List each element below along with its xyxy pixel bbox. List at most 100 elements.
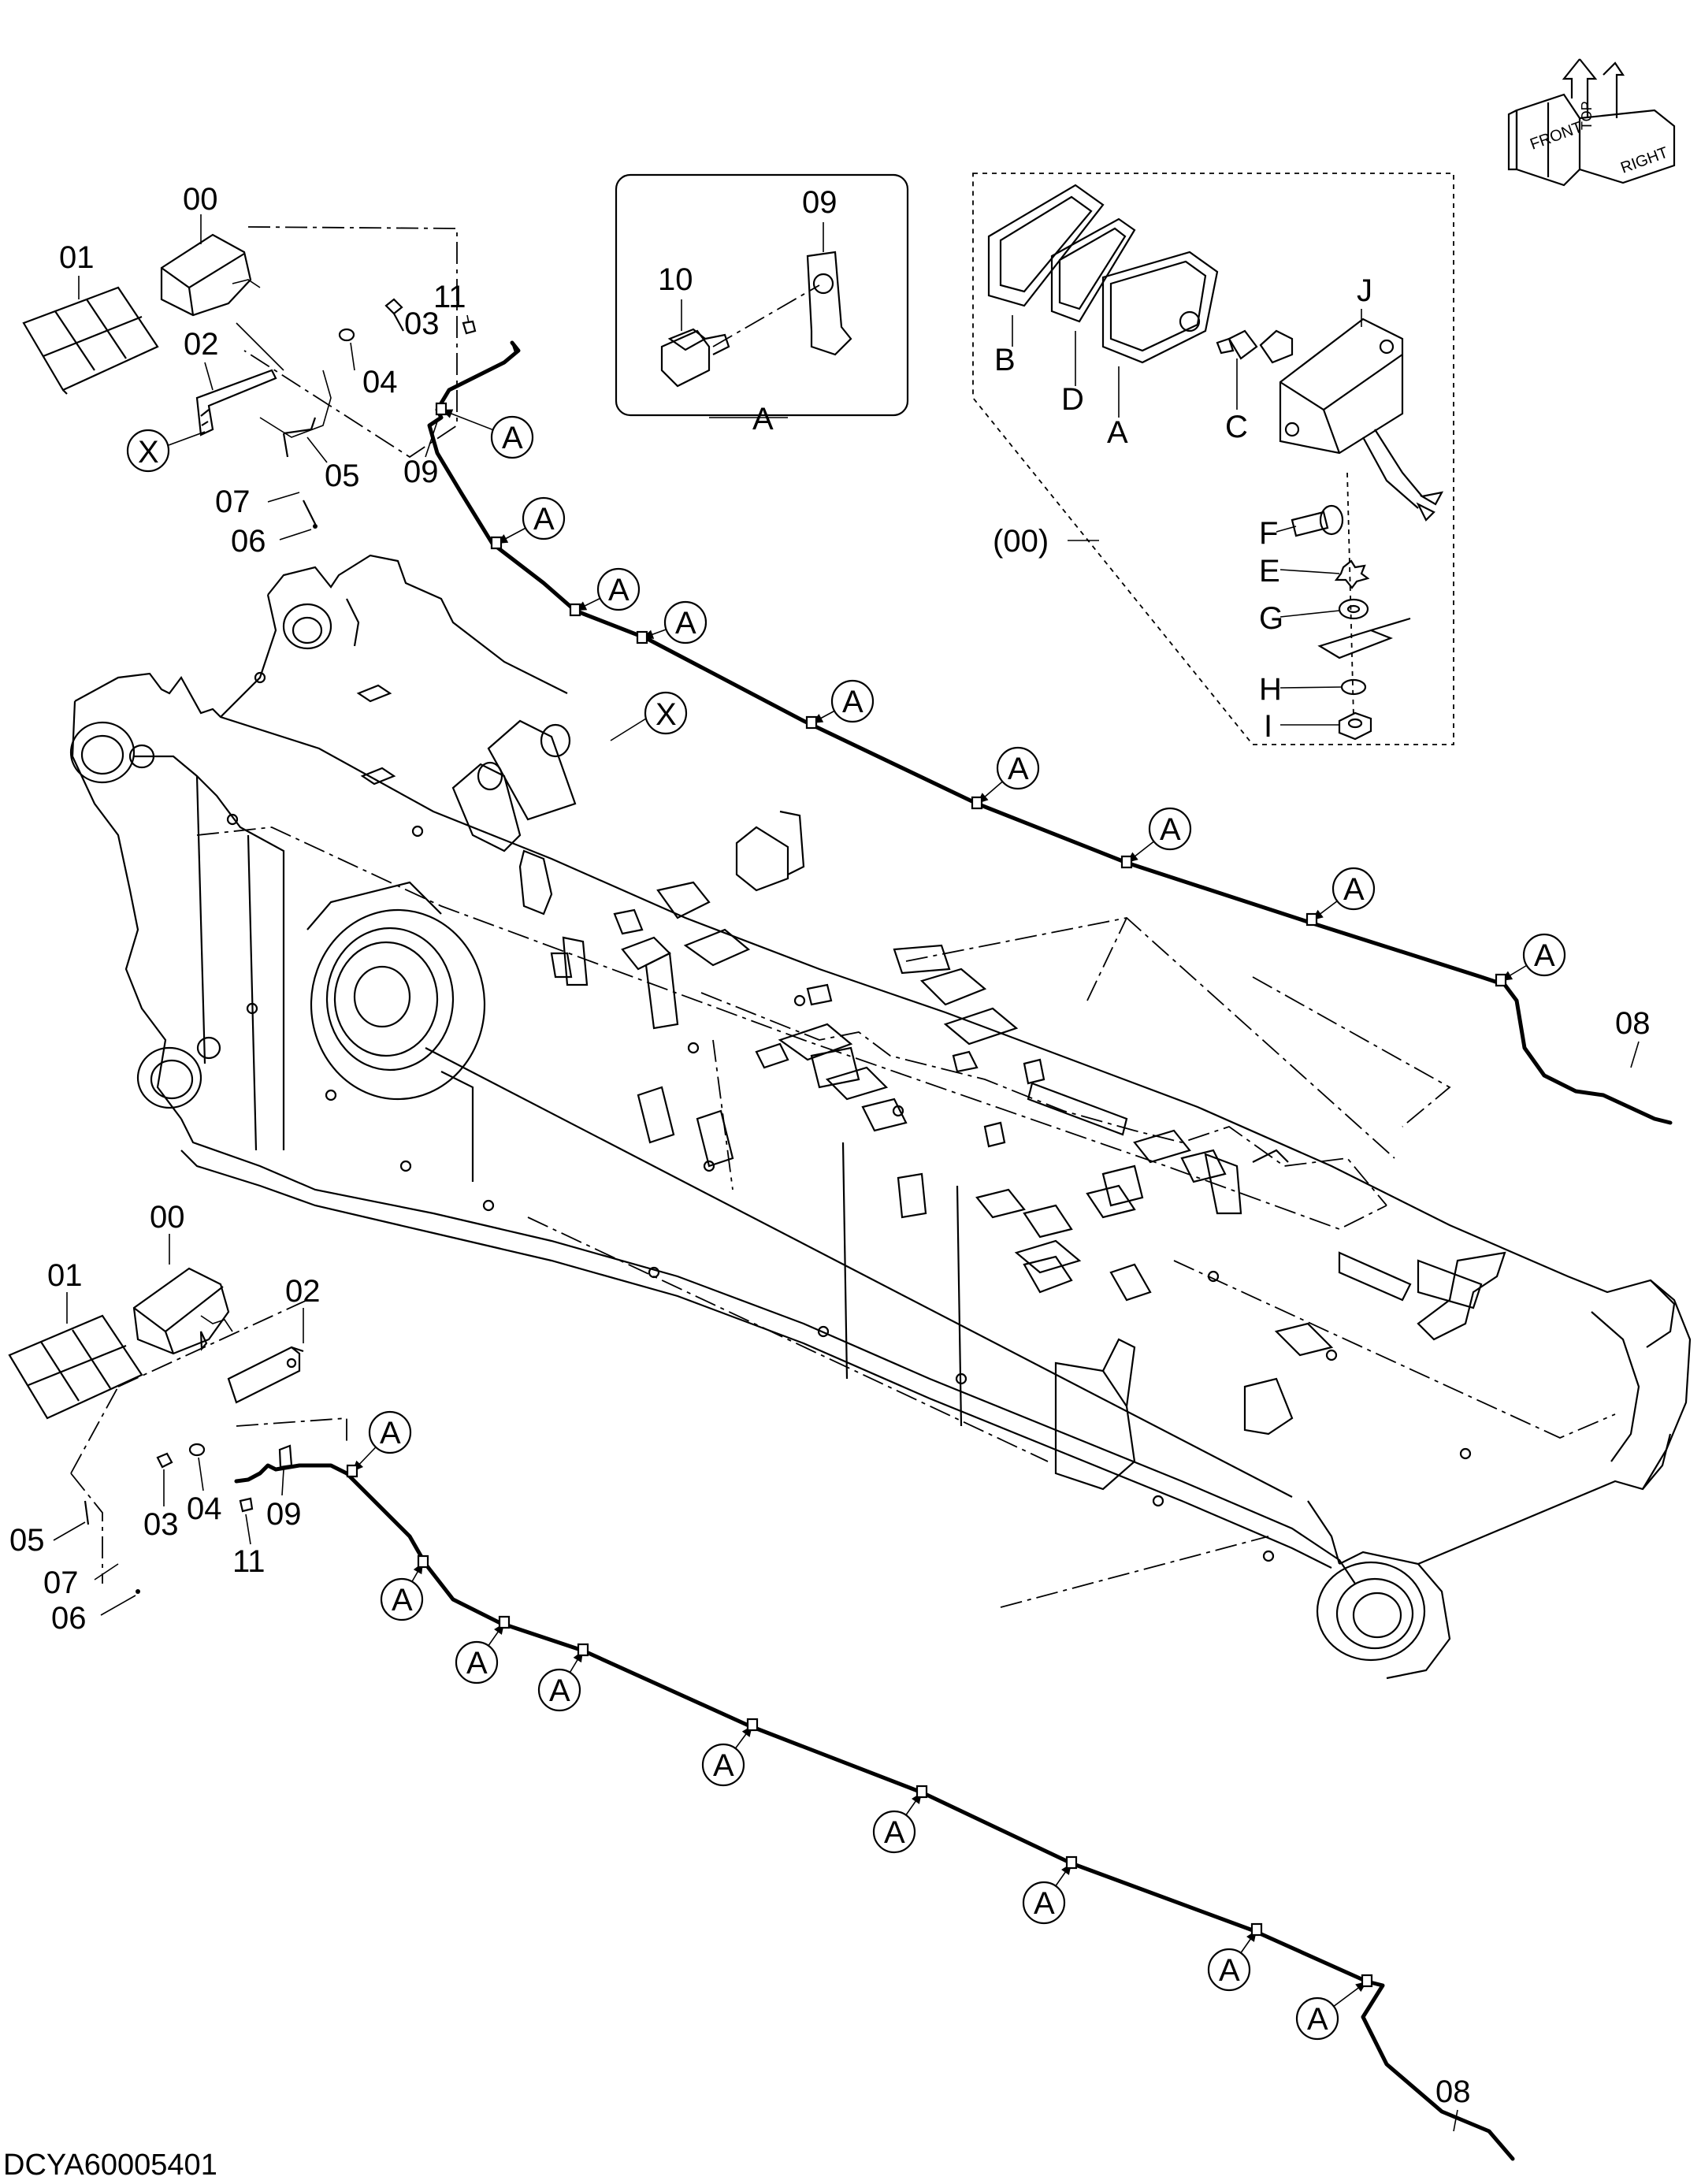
lower-part-09: 09	[266, 1497, 302, 1532]
lower-part-04: 04	[187, 1491, 222, 1526]
upper-light-assembly: 00 01 02 03 04 05 07 06 11 09 X	[22, 182, 477, 559]
cable-clip-icon	[417, 1554, 429, 1569]
right-label: RIGHT	[1618, 144, 1670, 177]
lower-cable-label: 08	[1435, 2074, 1471, 2109]
clamp-marker-a: A	[537, 1643, 589, 1712]
bolt-10-icon	[660, 328, 730, 388]
clamp-label: A	[533, 502, 555, 537]
upper-bracket-02-icon	[195, 369, 277, 436]
detail-a-title: A	[752, 402, 774, 436]
front-label: FRONT	[1528, 118, 1584, 153]
lower-part-03: 03	[143, 1507, 179, 1542]
clamp-label: A	[608, 573, 630, 607]
lower-bracket-02-icon	[227, 1346, 304, 1404]
lamp-part-g: G	[1259, 601, 1283, 636]
cable-clip-icon	[636, 630, 648, 644]
clamp-marker-a: A	[1022, 1855, 1078, 1925]
clamp-callout-circle	[1148, 807, 1192, 851]
upper-bolt-03-icon	[384, 298, 404, 332]
lamp-part-h: H	[1259, 672, 1282, 707]
clamp-callout-circle	[996, 746, 1040, 790]
cable-clip-icon	[498, 1615, 511, 1629]
lamp-part-c: C	[1225, 410, 1248, 444]
star-washer-e-icon	[1334, 559, 1370, 589]
cable-clip-icon	[490, 536, 503, 550]
clamp-label: A	[549, 1673, 570, 1708]
lower-washer-04-icon	[188, 1443, 206, 1457]
clamp-callout-circle	[380, 1577, 424, 1621]
lower-part-06: 06	[51, 1601, 87, 1636]
upper-cable-label: 08	[1615, 1006, 1651, 1041]
lamp-body-j-icon	[1259, 318, 1444, 522]
clamp-marker-a: A	[569, 567, 641, 617]
cable-clip-icon	[435, 402, 448, 416]
clamp-marker-a: A	[380, 1554, 429, 1621]
clamp-label: A	[1034, 1886, 1055, 1921]
clamp-marker-a: A	[1207, 1922, 1263, 1992]
upper-part-11: 11	[433, 280, 466, 314]
clamp-callout-circle	[1022, 1881, 1066, 1925]
clamp-label: A	[380, 1416, 401, 1450]
upper-part-02: 02	[184, 327, 219, 362]
lamp-part-e: E	[1259, 554, 1280, 589]
lamp-part-j: J	[1357, 273, 1372, 308]
upper-view-marker-label: X	[138, 435, 159, 470]
frame-holes	[226, 671, 1472, 1562]
upper-part-09: 09	[403, 455, 439, 489]
clamp-label: A	[1534, 938, 1555, 973]
clip-09-icon	[806, 251, 852, 356]
lower-part-05: 05	[9, 1523, 45, 1558]
clamp-label: A	[392, 1583, 413, 1618]
bulb-c-icon	[1216, 329, 1258, 360]
frame-brackets	[356, 684, 1506, 1491]
clamp-marker-a: A	[701, 1718, 759, 1787]
detail-a-box: 10 09 A	[615, 173, 909, 436]
upper-screw-11-icon	[462, 320, 477, 335]
clamp-marker-a: A	[1295, 1974, 1373, 2041]
view-marker-x-icon	[126, 429, 170, 473]
clamp-callout-circle	[368, 1410, 412, 1454]
clamp-marker-a: A	[490, 496, 566, 550]
clamp-callout-circle	[663, 600, 708, 644]
upper-part-00: 00	[183, 182, 218, 217]
clamp-callout-circle	[522, 496, 566, 540]
lower-part-02: 02	[285, 1274, 321, 1309]
orientation-cube-icon: FRONT TOP RIGHT	[1507, 58, 1676, 187]
cable-clip-icon	[1305, 912, 1318, 927]
lower-part-07: 07	[43, 1566, 79, 1600]
lower-lens-01-icon	[8, 1314, 143, 1420]
upper-part-06: 06	[231, 524, 266, 559]
clamp-marker-a: A	[636, 600, 708, 644]
upper-lamp-00-icon	[160, 233, 261, 317]
top-label: TOP	[1579, 101, 1595, 130]
lower-part-01: 01	[47, 1258, 83, 1293]
lamp-part-b: B	[994, 343, 1016, 377]
clamp-marker-a: A	[805, 679, 875, 730]
cable-clip-icon	[1495, 973, 1507, 987]
detail-a-part-09: 09	[802, 185, 838, 220]
clamp-callout-circle	[830, 679, 875, 723]
clamp-callout-circle	[1207, 1948, 1251, 1992]
lamp-exploded-detail: B D A C J F E G H I (00)	[972, 173, 1454, 745]
cable-clip-icon	[1250, 1922, 1263, 1937]
clamp-marker-a: A	[971, 746, 1040, 810]
clamp-callout-circle	[1331, 867, 1376, 911]
clamp-callout-circle	[1522, 933, 1566, 977]
clamp-marker-a: A	[435, 402, 534, 459]
upper-part-03: 03	[404, 306, 440, 341]
lamp-part-i: I	[1264, 709, 1272, 744]
cable-clip-icon	[1361, 1974, 1373, 1988]
lamp-part-a: A	[1107, 415, 1128, 450]
lower-screw-11-icon	[239, 1497, 254, 1513]
clamp-callout-circle	[490, 415, 534, 459]
lamp-part-f: F	[1259, 516, 1278, 551]
lower-bolt-03-icon	[156, 1452, 173, 1469]
frame-view-marker-x: X	[610, 691, 688, 741]
clamp-callout-circle	[1295, 1996, 1339, 2041]
lens-a-icon	[1101, 251, 1219, 364]
cable-clip-icon	[746, 1718, 759, 1732]
cable-clip-icon	[971, 796, 983, 810]
clamp-label: A	[466, 1646, 488, 1681]
clamp-callout-circle	[872, 1810, 916, 1854]
lower-light-assembly: 00 01 02 03 04 05 07 06 11 09	[8, 1200, 347, 1636]
